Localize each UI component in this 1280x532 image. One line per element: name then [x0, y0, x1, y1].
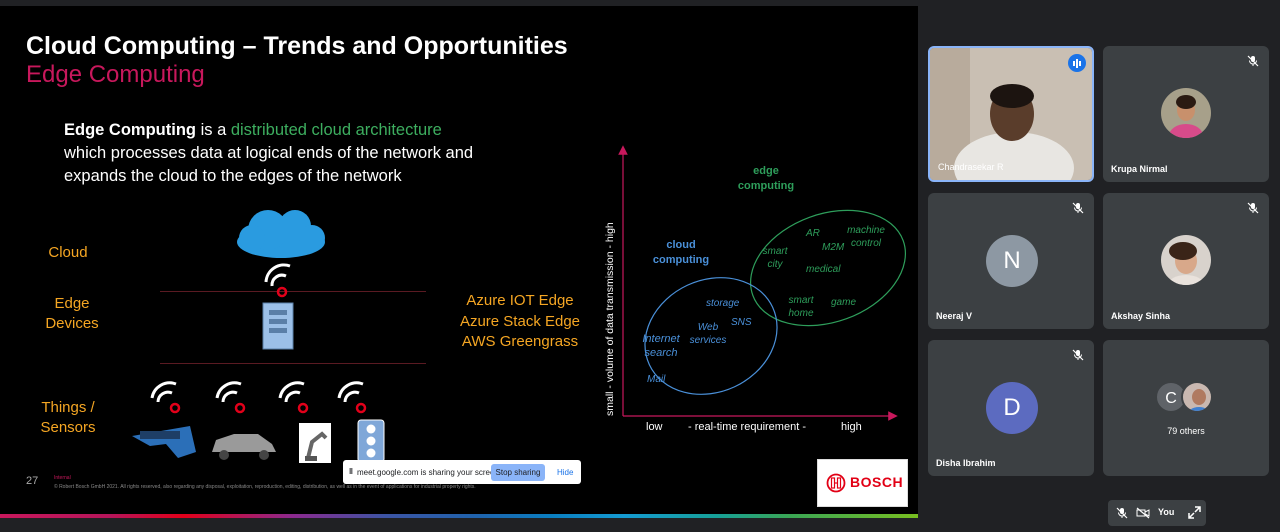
cloud-computing-region [644, 277, 778, 395]
edge-products-list: Azure IOT Edge Azure Stack Edge AWS Gree… [452, 291, 588, 353]
participant-tile-krupa[interactable]: Krupa Nirmal [1103, 46, 1269, 182]
participant-name: Akshay Sinha [1111, 311, 1171, 321]
item-m2m: M2M [822, 242, 845, 253]
item-ar: AR [806, 228, 820, 239]
definition-term: Edge Computing [64, 121, 196, 139]
participant-name: Neeraj V [936, 311, 973, 321]
slide-page-number: 27 [26, 475, 39, 487]
screen-share-bar: ‖ meet.google.com is sharing your screen… [343, 460, 581, 484]
product-aws-greengrass: AWS Greengrass [461, 333, 579, 350]
things-sensors-label: Things / Sensors [28, 398, 108, 438]
participant-video [930, 48, 1092, 180]
traffic-light-icon [357, 419, 385, 463]
wifi-icon [337, 381, 367, 414]
mic-off-icon [1247, 202, 1259, 214]
copyright-text: © Robert Bosch GmbH 2021. All rights res… [54, 484, 476, 490]
expand-icon[interactable] [1188, 506, 1201, 519]
participant-avatar: D [986, 382, 1038, 434]
presentation-slide: Cloud Computing – Trends and Opportuniti… [0, 6, 918, 518]
edge-computing-region [749, 209, 907, 327]
wifi-icon [278, 381, 309, 414]
edge-vs-cloud-diagram: small - volume of data transmission - hi… [604, 145, 907, 421]
self-view-label: You [1158, 507, 1175, 517]
participant-name: Chandrasekar R [938, 162, 1004, 172]
others-tile[interactable]: C 79 others [1103, 340, 1269, 476]
bosch-color-stripe [0, 514, 918, 518]
edge-label-line-2: Devices [45, 315, 99, 332]
pause-icon: ‖ [349, 467, 353, 476]
product-azure-stack-edge: Azure Stack Edge [459, 312, 581, 330]
x-axis-label: - real-time requirement - [688, 421, 806, 433]
edge-label-line-1: Edge [54, 295, 90, 312]
layer-divider [160, 363, 426, 364]
participant-avatar [1161, 235, 1211, 285]
layer-divider [160, 291, 426, 292]
smart-glasses-icon [132, 426, 196, 458]
share-message: meet.google.com is sharing your screen. [357, 468, 502, 477]
definition-connector: is a [195, 121, 231, 139]
item-sns: SNS [731, 317, 752, 328]
slide-subtitle: Edge Computing [26, 61, 205, 88]
server-icon [262, 302, 294, 350]
participant-tile-neeraj[interactable]: N Neeraj V [928, 193, 1094, 329]
participant-tile-akshay[interactable]: Akshay Sinha [1103, 193, 1269, 329]
definition-line-2: which processes data at logical ends of … [64, 144, 474, 162]
bosch-armature-icon [826, 473, 846, 493]
item-medical: medical [806, 264, 841, 275]
others-avatar-photo [1181, 381, 1213, 413]
stop-sharing-button[interactable]: Stop sharing [491, 464, 545, 481]
camera-off-icon[interactable] [1136, 507, 1150, 519]
mic-off-icon [1072, 202, 1084, 214]
robot-arm-icon [299, 423, 331, 463]
definition-line-3: expands the cloud to the edges of the ne… [64, 167, 402, 185]
participant-name: Krupa Nirmal [1111, 164, 1168, 174]
mic-off-icon [1247, 55, 1259, 67]
architecture-illustration [132, 210, 385, 463]
things-label-line-2: Sensors [40, 419, 96, 436]
self-view-bar[interactable]: You [1108, 500, 1206, 526]
mic-off-icon[interactable] [1116, 507, 1128, 519]
wifi-icon [264, 263, 291, 298]
definition-text: Edge Computing is a distributed cloud ar… [64, 119, 534, 188]
mic-off-icon [1072, 349, 1084, 361]
speaking-indicator-icon [1068, 54, 1086, 72]
product-azure-iot-edge: Azure IOT Edge [466, 292, 574, 309]
participant-tile-disha[interactable]: D Disha Ibrahim [928, 340, 1094, 476]
car-icon [212, 434, 276, 460]
wifi-icon [215, 381, 246, 414]
slide-title: Cloud Computing – Trends and Opportuniti… [26, 32, 568, 60]
item-game: game [831, 297, 857, 308]
item-mail: Mail [647, 374, 666, 385]
wifi-icon [150, 381, 181, 414]
cloud-icon [237, 210, 325, 258]
x-axis-high: high [841, 421, 862, 433]
x-axis-low: low [646, 421, 663, 433]
others-count: 79 others [1167, 426, 1205, 436]
bosch-logo: BOSCH [817, 459, 908, 507]
internal-label: Internal [54, 475, 71, 481]
hide-share-bar-button[interactable]: Hide [557, 468, 574, 477]
cloud-layer-label: Cloud [48, 244, 88, 261]
participant-tile-chandrasekar[interactable]: Chandrasekar R [928, 46, 1094, 182]
edge-devices-label: Edge Devices [36, 294, 108, 334]
y-axis-label: small - volume of data transmission - hi… [604, 222, 616, 416]
participant-name: Disha Ibrahim [936, 458, 996, 468]
definition-highlight: distributed cloud architecture [230, 121, 442, 139]
participant-avatar: N [986, 235, 1038, 287]
bosch-wordmark: BOSCH [850, 474, 904, 490]
participant-avatar [1161, 88, 1211, 138]
item-storage: storage [706, 298, 740, 309]
things-label-line-1: Things / [41, 399, 95, 416]
